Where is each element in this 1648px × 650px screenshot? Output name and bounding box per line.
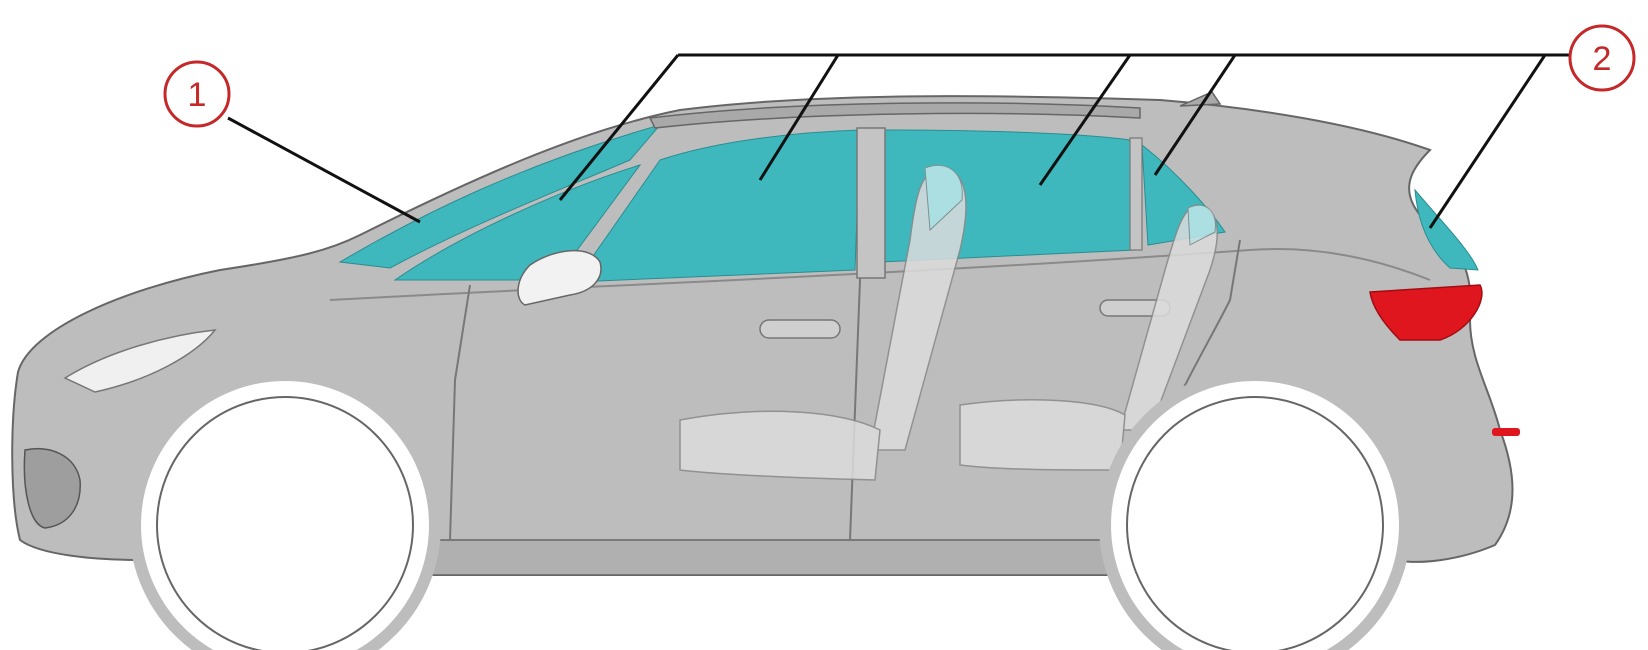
c-pillar-divider [1130,138,1142,250]
callout-1: 1 [165,62,229,126]
callout-2: 2 [1570,26,1634,90]
rear-reflector [1492,428,1520,436]
antenna [1180,92,1220,106]
b-pillar [857,128,885,278]
rear-seat-cushion [960,400,1125,470]
callout-1-label: 1 [188,76,207,114]
rocker-panel [432,540,1108,575]
front-wheel [157,397,413,650]
leader-line-1 [228,118,420,222]
front-seat-cushion [680,411,880,480]
callout-2-label: 2 [1593,40,1612,78]
rear-wheel [1127,397,1383,650]
front-door-handle [760,320,840,338]
leader-line-2-rear-window [1430,55,1545,228]
